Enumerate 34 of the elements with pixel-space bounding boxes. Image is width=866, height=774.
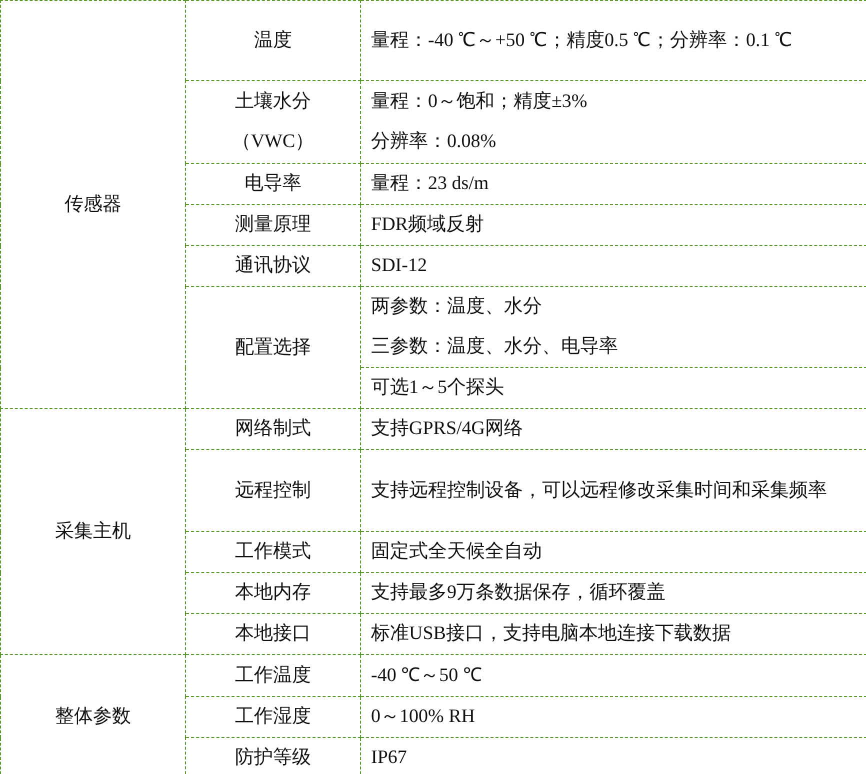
parameter-value: FDR频域反射 bbox=[371, 213, 485, 237]
parameter-name: 通讯协议 bbox=[234, 254, 312, 278]
parameter-name: 防护等级 bbox=[234, 746, 312, 770]
parameter-value: 0～100% RH bbox=[371, 705, 476, 729]
parameter-name: 工作温度 bbox=[234, 664, 312, 688]
parameter-value: 分辨率：0.08% bbox=[371, 130, 498, 154]
parameter-value: 支持远程控制设备，可以远程修改采集时间和采集频率 bbox=[371, 478, 828, 502]
parameter-value: 量程：0～饱和；精度±3% bbox=[371, 90, 588, 114]
parameter-value: 支持GPRS/4G网络 bbox=[371, 417, 524, 441]
group-heading: 传感器 bbox=[64, 192, 122, 216]
parameter-value: 三参数：温度、水分、电导率 bbox=[371, 335, 619, 359]
group-heading: 整体参数 bbox=[54, 704, 132, 728]
parameter-value: 支持最多9万条数据保存，循环覆盖 bbox=[371, 580, 666, 605]
parameter-value: -40 ℃～50 ℃ bbox=[371, 664, 483, 688]
parameter-name: 本地内存 bbox=[234, 581, 312, 605]
parameter-value: 固定式全天候全自动 bbox=[371, 540, 543, 564]
parameter-value: SDI-12 bbox=[371, 254, 428, 278]
parameter-name: 工作模式 bbox=[234, 540, 312, 564]
parameter-value: 两参数：温度、水分 bbox=[371, 295, 543, 319]
parameter-name: 配置选择 bbox=[234, 336, 312, 360]
parameter-value: 量程：-40 ℃～+50 ℃；精度0.5 ℃；分辨率：0.1 ℃ bbox=[371, 28, 794, 52]
parameter-name: 网络制式 bbox=[234, 417, 312, 441]
parameter-name: 温度 bbox=[253, 28, 293, 52]
parameter-name: 工作湿度 bbox=[234, 705, 312, 729]
group-heading: 采集主机 bbox=[54, 520, 132, 544]
parameter-name: 电导率 bbox=[244, 172, 302, 196]
parameter-value: 可选1～5个探头 bbox=[371, 376, 505, 400]
parameter-name: 本地接口 bbox=[234, 622, 312, 646]
parameter-name: 测量原理 bbox=[234, 213, 312, 237]
parameter-value: 量程：23 ds/m bbox=[371, 172, 490, 196]
parameter-value: IP67 bbox=[371, 746, 408, 770]
parameter-name: 远程控制 bbox=[234, 478, 312, 502]
parameter-value: 标准USB接口，支持电脑本地连接下载数据 bbox=[371, 622, 732, 646]
parameter-name: 土壤水分（VWC） bbox=[230, 90, 316, 154]
